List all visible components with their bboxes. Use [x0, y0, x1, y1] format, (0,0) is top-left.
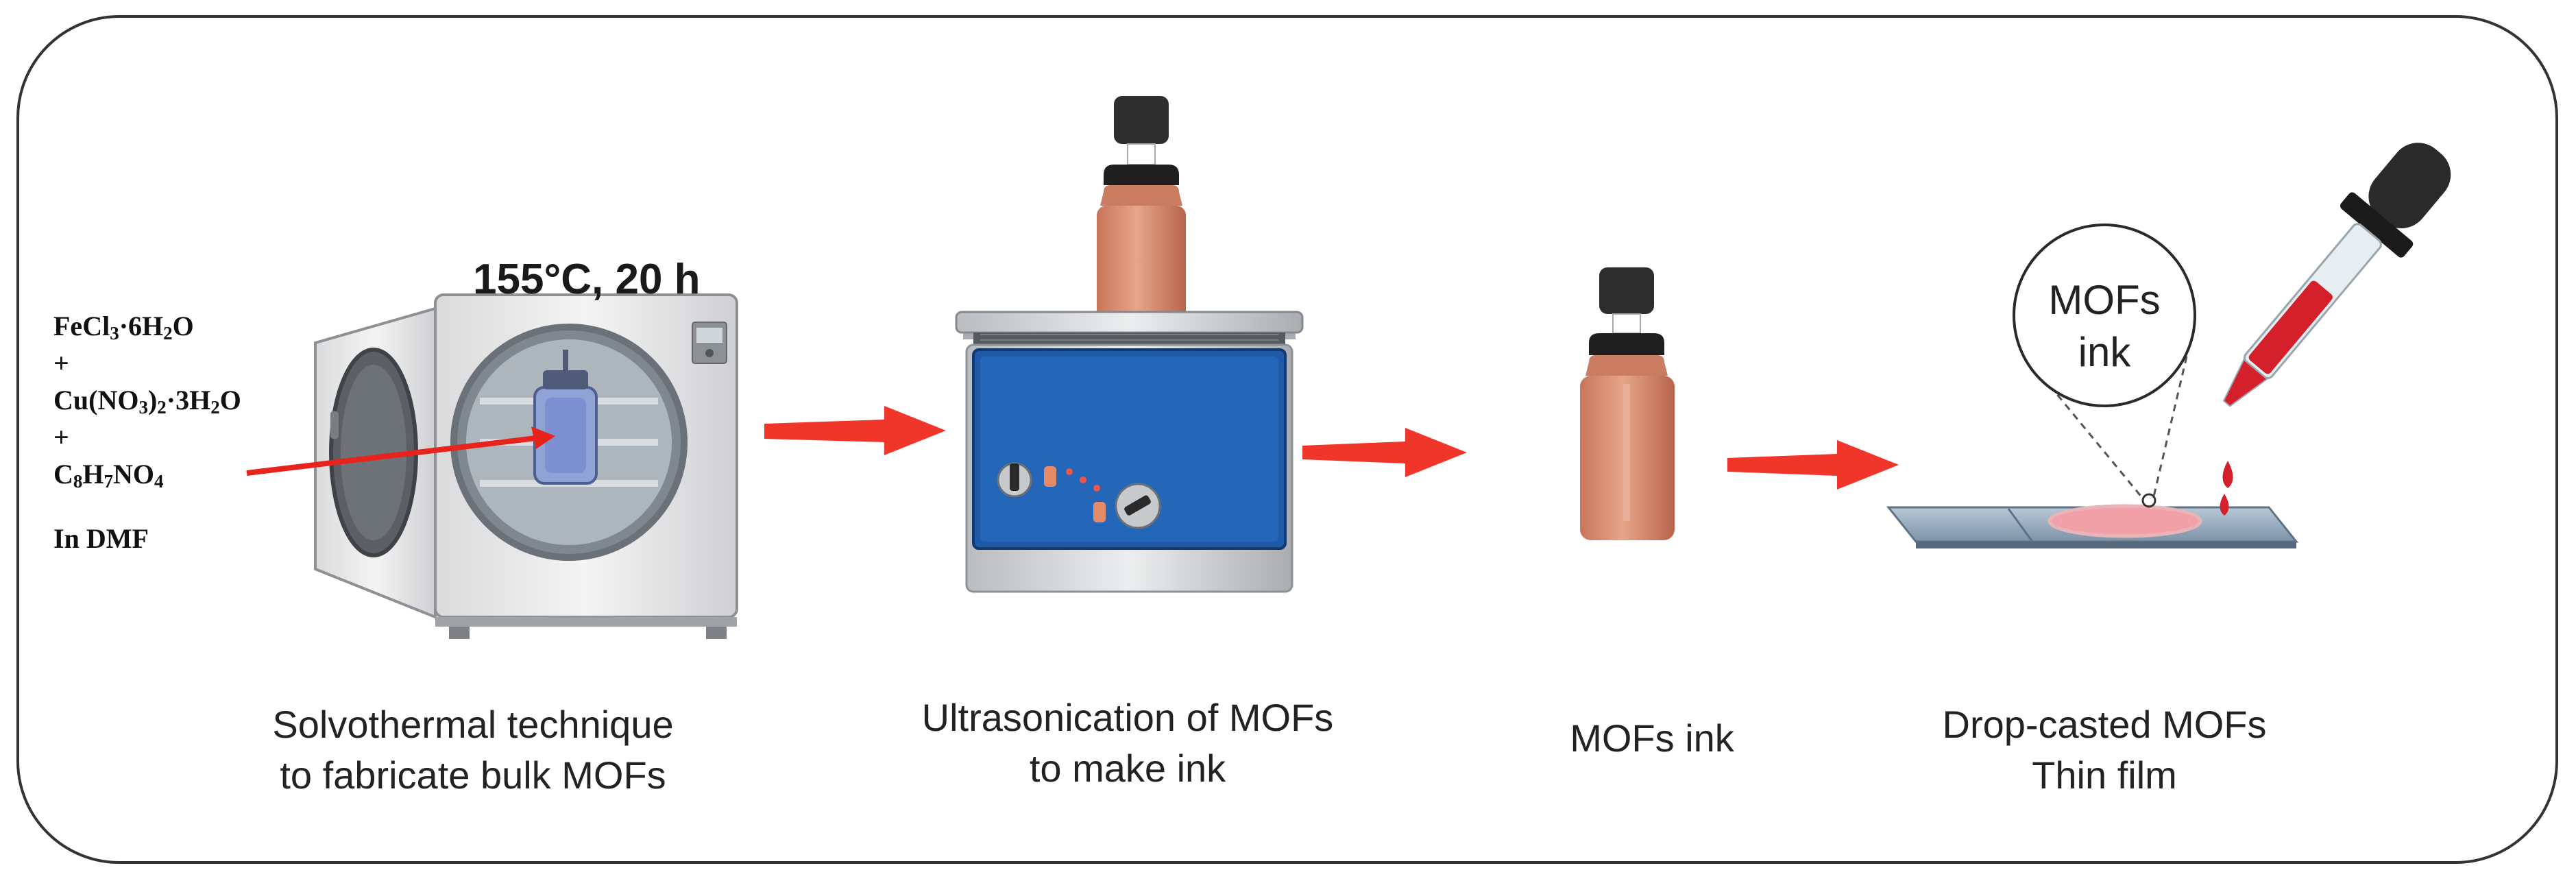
rounded-border-frame [16, 15, 2558, 864]
step-1-caption-line-1: Solvothermal technique [272, 703, 674, 746]
step-4-caption: Drop-casted MOFs Thin film [1912, 699, 2296, 801]
ink-bottle-illustration [1580, 267, 1675, 540]
reagent-plus-1: + [53, 348, 69, 378]
reagent-copper-nitrate: Cu(NO3)2·3H2O [53, 385, 241, 418]
drop-cast-illustration [1886, 143, 2451, 548]
reagent-iron-chloride: FeCl3·6H2O [53, 311, 194, 343]
step-4-caption-line-2: Thin film [2032, 753, 2177, 797]
step-1-caption-line-2: to fabricate bulk MOFs [280, 753, 666, 797]
oven-illustration [314, 293, 738, 639]
process-arrow-3 [1727, 440, 1899, 490]
step-2-caption-line-2: to make ink [1029, 747, 1226, 790]
reagent-linker: C8H7NO4 [53, 459, 164, 492]
reagent-pointer-arrow [246, 426, 555, 476]
magnifier-bubble-label: MOFs ink [2048, 277, 2161, 375]
process-arrow-1 [764, 406, 946, 455]
step-3-caption-line-1: MOFs ink [1570, 716, 1734, 760]
step-1-caption: Solvothermal technique to fabricate bulk… [206, 699, 740, 801]
ultrasonic-bath-illustration [955, 96, 1304, 593]
process-arrow-2 [1302, 428, 1467, 477]
reagent-solvent: In DMF [53, 523, 149, 554]
reagent-plus-2: + [53, 422, 69, 452]
step-4-caption-line-1: Drop-casted MOFs [1942, 703, 2267, 746]
step-3-caption: MOFs ink [1474, 713, 1830, 764]
oven-temperature-label: 155°C, 20 h [473, 256, 701, 303]
step-2-caption: Ultrasonication of MOFs to make ink [867, 692, 1388, 794]
step-2-caption-line-1: Ultrasonication of MOFs [921, 696, 1334, 739]
